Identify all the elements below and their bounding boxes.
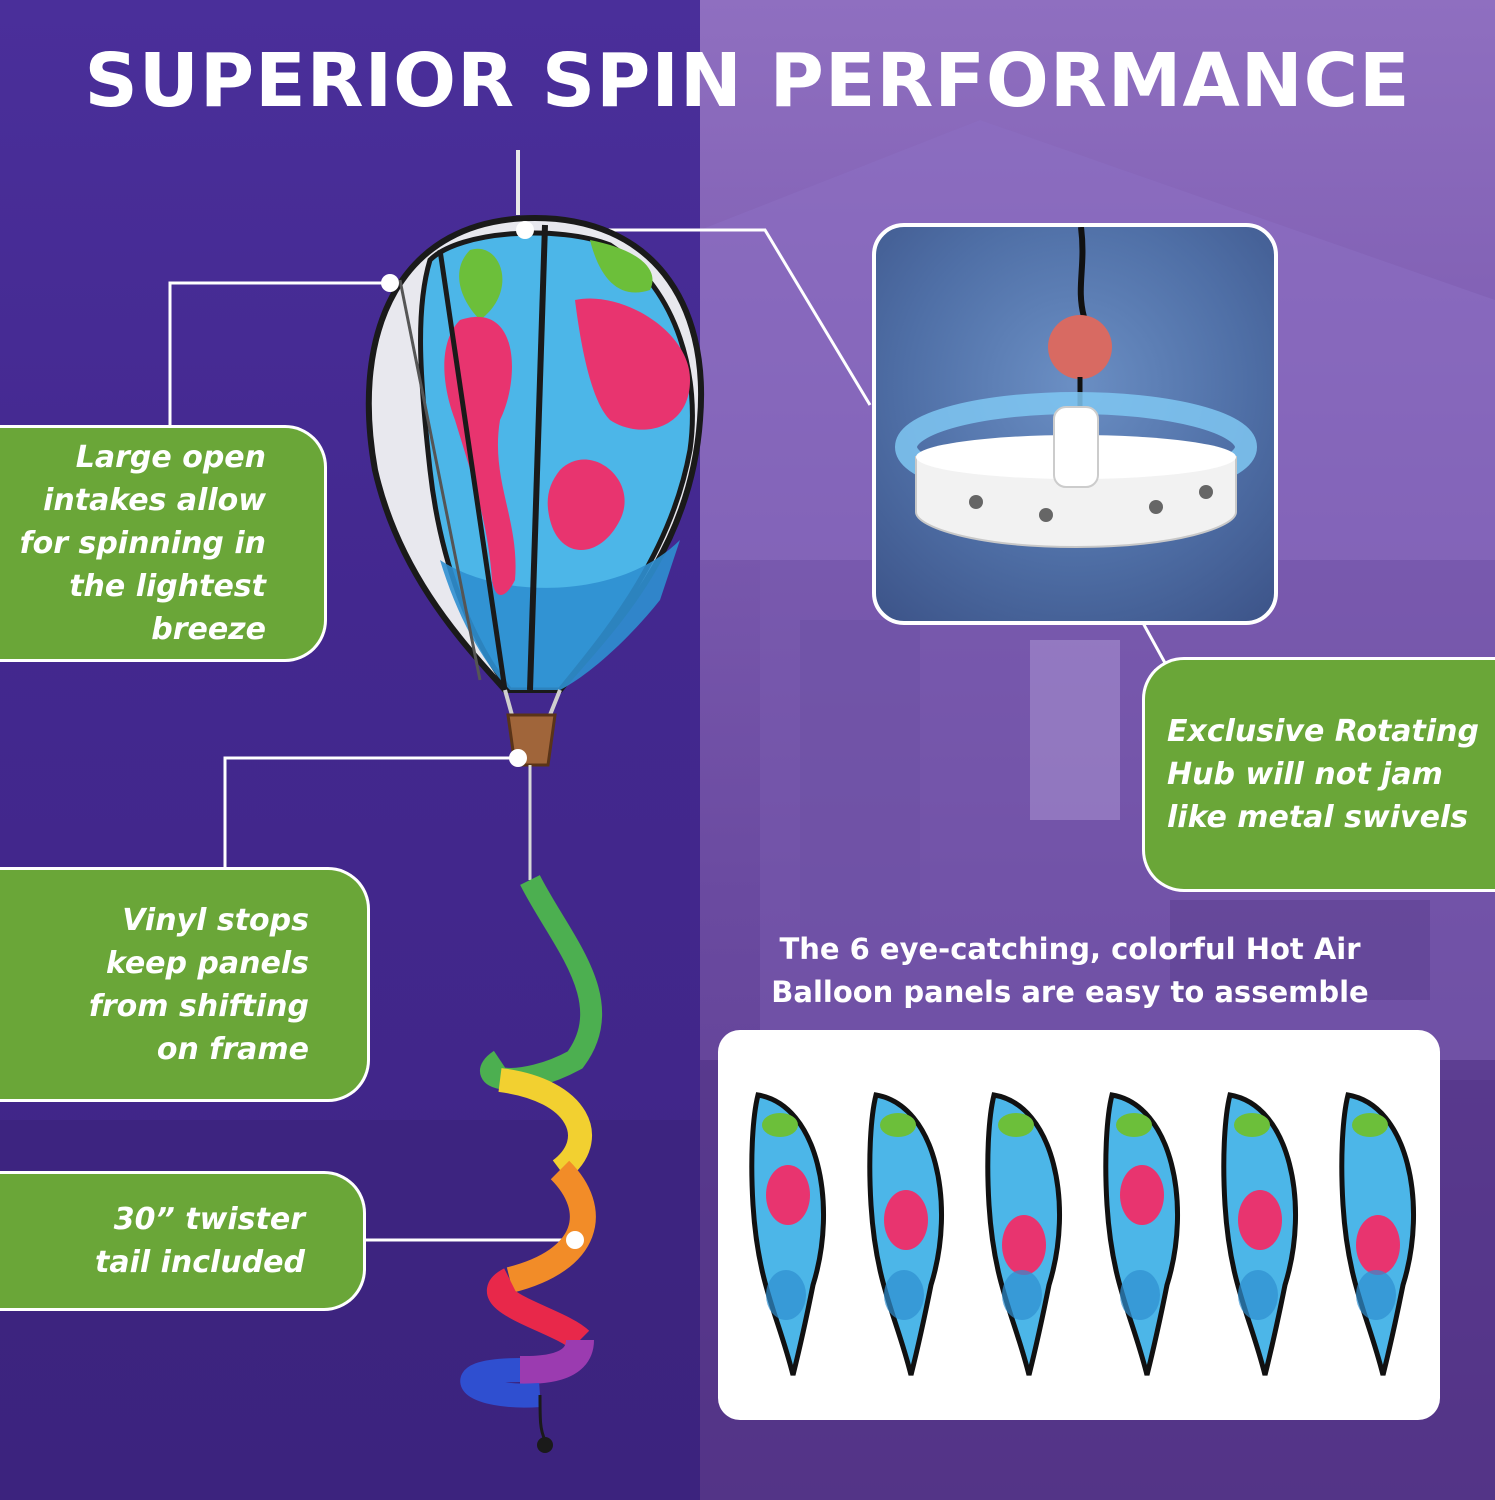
vinyl-stops-callout-text: Vinyl stops keep panels from shifting on…: [88, 902, 309, 1067]
balloon-panel: [867, 1092, 944, 1376]
intakes-callout-text: Large open intakes allow for spinning in…: [19, 440, 266, 647]
balloon-panel: [749, 1092, 826, 1376]
panels-illustration: [749, 1092, 1416, 1376]
page-title: SUPERIOR SPIN PERFORMANCE: [84, 38, 1411, 124]
hub-callout: Exclusive Rotating Hub will not jam like…: [1142, 657, 1495, 892]
twister-callout-text: 30” twister tail included: [95, 1202, 305, 1280]
panels-caption: The 6 eye-catching, colorful Hot Air Bal…: [771, 932, 1369, 1009]
panels-display: [718, 1030, 1440, 1420]
intakes-connector: [168, 281, 390, 428]
balloon-panel: [1339, 1092, 1416, 1376]
hub-illustration: [895, 227, 1257, 549]
rotating-hub-inset: [872, 223, 1278, 625]
vinyl-stops-callout: Vinyl stops keep panels from shifting on…: [0, 867, 370, 1102]
intakes-callout: Large open intakes allow for spinning in…: [0, 425, 327, 662]
balloon-panel: [1221, 1092, 1298, 1376]
twister-callout: 30” twister tail included: [0, 1171, 366, 1311]
hub-callout-text: Exclusive Rotating Hub will not jam like…: [1167, 714, 1480, 835]
balloon-panel: [985, 1092, 1062, 1376]
balloon-panel: [1103, 1092, 1180, 1376]
vinyl-stops-connector: [223, 756, 518, 870]
